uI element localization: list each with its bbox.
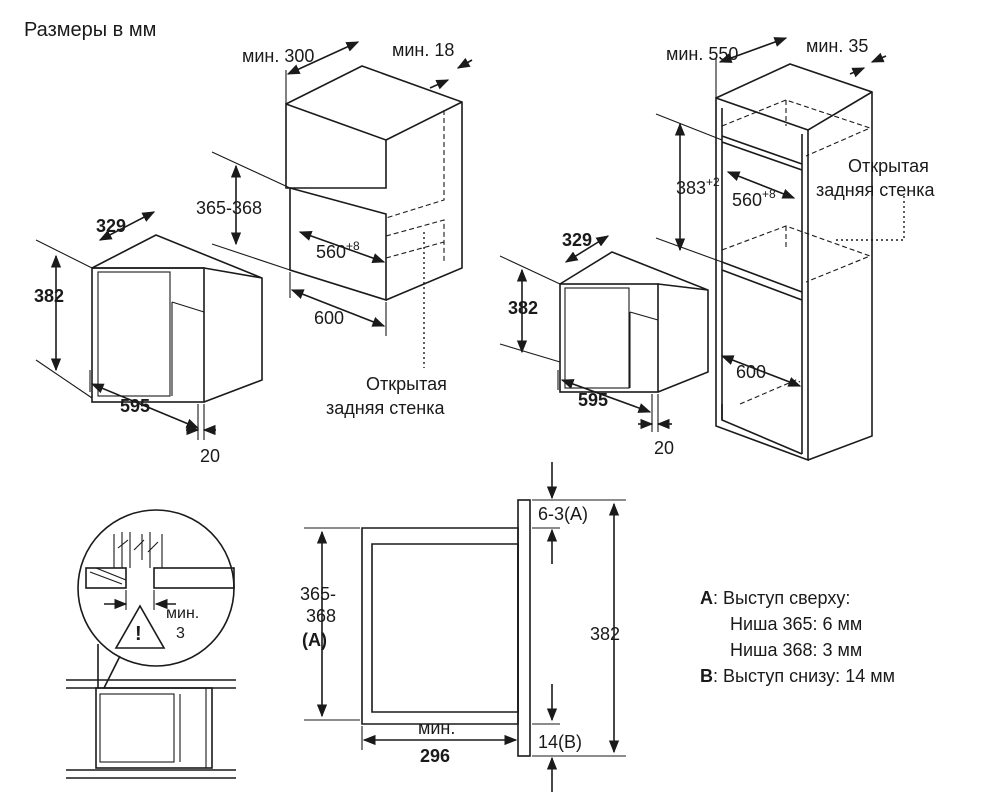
appliance-left-front: 20 [200, 446, 220, 466]
appliance-right-height: 382 [508, 298, 538, 318]
cabinet-wall [211, 41, 473, 368]
appliance-left-window [97, 271, 171, 397]
appliance-left-depth: 329 [96, 216, 126, 236]
side-niche-line3: (A) [302, 630, 327, 650]
appliance-right-width: 595 [578, 390, 608, 410]
appliance-right [499, 235, 709, 432]
cabinet-tall-side [715, 63, 873, 461]
cabinet-wall-note-1: Открытая [366, 374, 447, 394]
page-title: Размеры в мм [24, 19, 156, 41]
legend: A: Выступ сверху: Ниша 365: 6 мм Ниша 36… [700, 588, 895, 686]
appliance-right-front [559, 283, 659, 393]
side-bottom-offset: 14(B) [538, 732, 582, 752]
cabinet-wall-width: 600 [314, 308, 344, 328]
cabinet-wall-niche [289, 187, 387, 302]
appliance-left-front [91, 267, 205, 403]
side-section [304, 462, 626, 792]
side-niche-line1: 365- [300, 584, 336, 604]
cabinet-wall-top-front [285, 102, 387, 189]
legend-a: A: Выступ сверху: [700, 588, 850, 608]
appliance-right-depth: 329 [562, 230, 592, 250]
side-total-height: 382 [590, 624, 620, 644]
detail-min-value: 3 [176, 625, 185, 642]
detail-appliance [95, 687, 213, 769]
legend-b: B: Выступ снизу: 14 мм [700, 666, 895, 686]
cabinet-wall-min-gap: мин. 18 [392, 40, 454, 60]
cabinet-tall-min-gap: мин. 35 [806, 36, 868, 56]
cabinet-tall-front [715, 96, 809, 462]
warning-icon [114, 604, 166, 649]
side-section-front-panel [517, 499, 531, 757]
legend-a-line2: Ниша 365: 6 мм [730, 614, 862, 634]
cabinet-tall-min-depth: мин. 550 [666, 44, 738, 64]
cabinet-wall-niche-width: 560+8 [316, 239, 360, 262]
side-min-label: мин. [418, 718, 455, 738]
cabinet-wall-min-depth: мин. 300 [242, 46, 314, 66]
cabinet-wall-box [285, 65, 463, 301]
cabinet-tall-niche-height: 383+2 [676, 175, 720, 198]
cabinet-wall-note-2: задняя стенка [326, 398, 445, 418]
legend-a-line3: Ниша 368: 3 мм [730, 640, 862, 660]
appliance-left-width: 595 [120, 396, 150, 416]
appliance-left-body [91, 234, 263, 403]
cabinet-tall [655, 37, 905, 462]
detail-min-label: мин. [166, 605, 199, 622]
side-section-niche [361, 527, 519, 725]
side-top-offset: 6-3(A) [538, 504, 588, 524]
side-niche-line2: 368 [306, 606, 336, 626]
cabinet-tall-width: 600 [736, 362, 766, 382]
warning-symbol: ! [135, 623, 142, 645]
appliance-left-height: 382 [34, 286, 64, 306]
cabinet-tall-niche-width: 560+8 [732, 187, 776, 210]
appliance-right-body [559, 251, 709, 393]
cabinet-tall-note-1: Открытая [848, 156, 929, 176]
detail-view [66, 509, 236, 779]
cabinet-wall-niche-height: 365-368 [196, 198, 262, 218]
appliance-right-front: 20 [654, 438, 674, 458]
cabinet-tall-note-2: задняя стенка [816, 180, 935, 200]
side-min-value: 296 [420, 746, 450, 766]
appliance-left [35, 211, 263, 440]
